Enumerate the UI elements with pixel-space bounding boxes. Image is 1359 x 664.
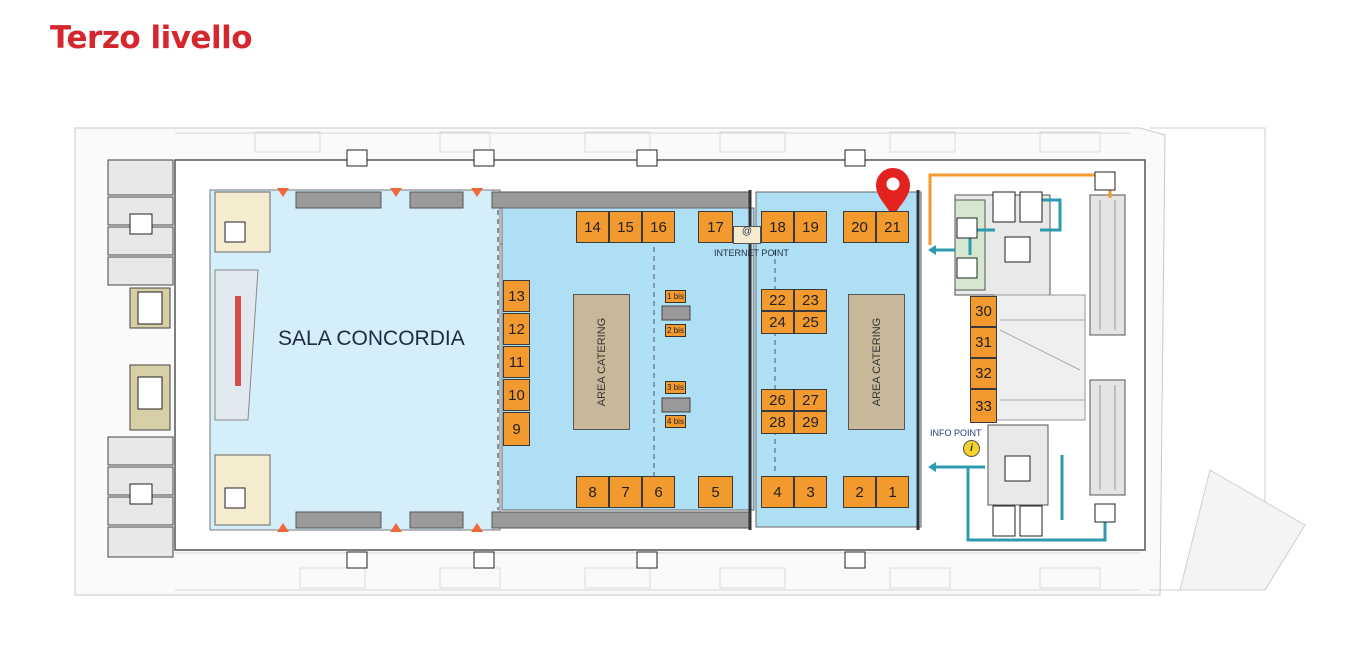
stand-4-bis[interactable]: 4 bis [665,415,686,428]
page-title: Terzo livello [50,20,253,56]
info-icon: i [963,440,980,457]
stand-32[interactable]: 32 [970,358,997,389]
stand-20[interactable]: 20 [843,211,876,243]
stand-27[interactable]: 27 [794,389,827,411]
internet-point-label: INTERNET POINT [714,248,789,258]
stand-19[interactable]: 19 [794,211,827,243]
stand-2-bis[interactable]: 2 bis [665,324,686,337]
stand-3-bis[interactable]: 3 bis [665,381,686,394]
stand-24[interactable]: 24 [761,311,794,334]
info-point-label: INFO POINT [930,428,982,438]
stand-16[interactable]: 16 [642,211,675,243]
stand-7[interactable]: 7 [609,476,642,508]
stand-21[interactable]: 21 [876,211,909,243]
stand-1[interactable]: 1 [876,476,909,508]
stand-12[interactable]: 12 [503,313,530,345]
stand-30[interactable]: 30 [970,296,997,327]
stand-29[interactable]: 29 [794,411,827,434]
stand-31[interactable]: 31 [970,327,997,358]
stand-2[interactable]: 2 [843,476,876,508]
catering-area-right: AREA CATERING [848,294,905,430]
stand-22[interactable]: 22 [761,289,794,311]
stand-23[interactable]: 23 [794,289,827,311]
stand-25[interactable]: 25 [794,311,827,334]
stand-33[interactable]: 33 [970,389,997,423]
stand-1-bis[interactable]: 1 bis [665,290,686,303]
stand-14[interactable]: 14 [576,211,609,243]
internet-point-sign: @ [733,226,761,244]
stand-26[interactable]: 26 [761,389,794,411]
stand-4[interactable]: 4 [761,476,794,508]
stand-10[interactable]: 10 [503,379,530,411]
stand-28[interactable]: 28 [761,411,794,434]
stand-11[interactable]: 11 [503,346,530,378]
stand-6[interactable]: 6 [642,476,675,508]
hall-name-label: SALA CONCORDIA [278,327,465,350]
stand-17[interactable]: 17 [698,211,733,243]
stand-8[interactable]: 8 [576,476,609,508]
stand-3[interactable]: 3 [794,476,827,508]
catering-area-left: AREA CATERING [573,294,630,430]
stand-15[interactable]: 15 [609,211,642,243]
stand-5[interactable]: 5 [698,476,733,508]
stand-18[interactable]: 18 [761,211,794,243]
stand-13[interactable]: 13 [503,280,530,312]
stand-9[interactable]: 9 [503,412,530,446]
